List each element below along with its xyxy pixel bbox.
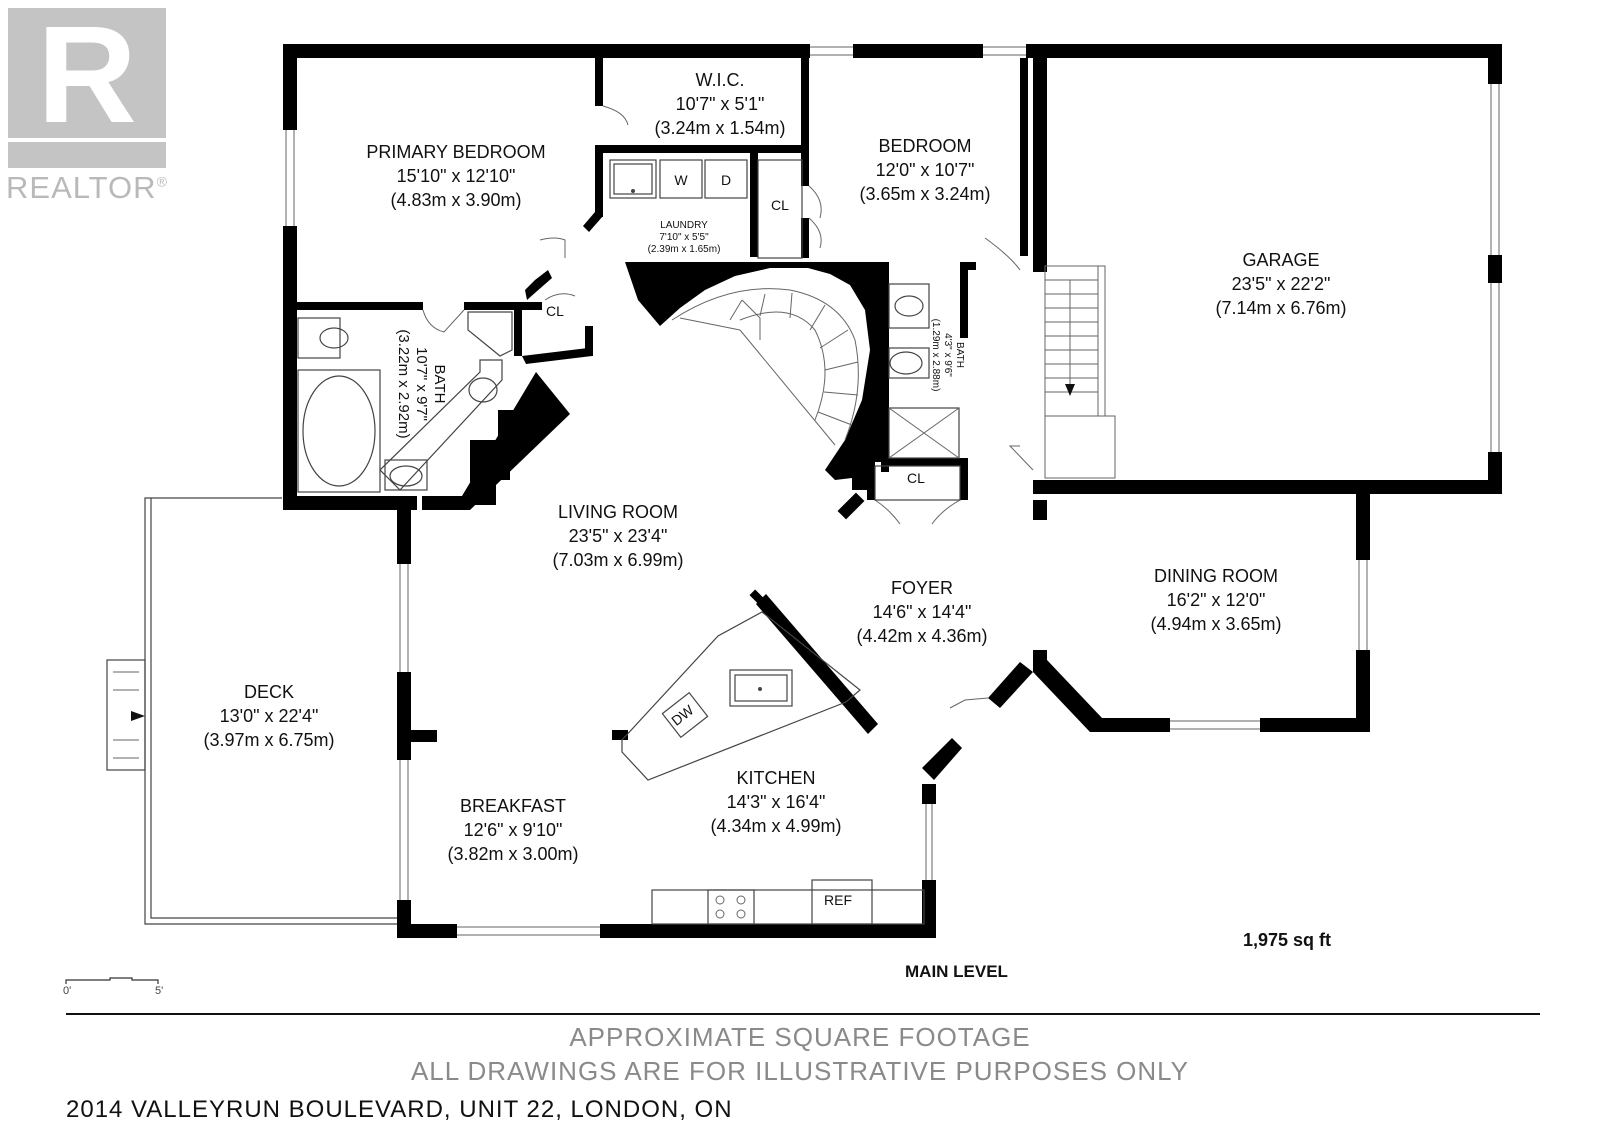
spiral-stair (671, 288, 859, 446)
deck-outline (106, 497, 397, 925)
realtor-logo-text: REALTOR® (6, 170, 168, 205)
room-garage: GARAGE 23'5" x 22'2" (7.14m x 6.76m) (1215, 250, 1346, 318)
level-label: MAIN LEVEL (905, 962, 1008, 981)
realtor-logo-letter: R (37, 0, 137, 152)
room-name: BATH (431, 365, 448, 404)
room-imperial: 13'0" x 22'4" (220, 706, 319, 726)
small-bath-fixtures (888, 283, 960, 459)
closet-label-foyer: CL (907, 470, 925, 486)
scale-end-label: 5' (155, 985, 164, 997)
room-name: DINING ROOM (1154, 566, 1278, 586)
room-imperial: 16'2" x 12'0" (1167, 590, 1266, 610)
area-label: 1,975 sq ft (1243, 930, 1332, 950)
room-imperial: 7'10" x 5'5" (659, 232, 709, 243)
room-bath-primary: BATH 10'7" x 9'7" (3.22m x 2.92m) (395, 329, 448, 438)
door-swings (422, 105, 1034, 709)
room-deck: DECK 13'0" x 22'4" (3.97m x 6.75m) (203, 682, 334, 750)
primary-bath-fixtures (297, 311, 513, 493)
room-name: W.I.C. (696, 70, 745, 90)
room-name: BREAKFAST (460, 796, 566, 816)
room-imperial: 4'3" x 9'6" (942, 333, 953, 377)
refrigerator-label: REF (824, 892, 852, 908)
disclaimer-line-2: ALL DRAWINGS ARE FOR ILLUSTRATIVE PURPOS… (410, 1056, 1190, 1086)
room-metric: (3.65m x 3.24m) (859, 184, 990, 204)
room-imperial: 10'7" x 5'1" (676, 94, 765, 114)
room-living-room: LIVING ROOM 23'5" x 23'4" (7.03m x 6.99m… (552, 502, 683, 570)
room-metric: (7.03m x 6.99m) (552, 550, 683, 570)
room-metric: (3.97m x 6.75m) (203, 730, 334, 750)
room-metric: (4.94m x 3.65m) (1150, 614, 1281, 634)
room-bedroom: BEDROOM 12'0" x 10'7" (3.65m x 3.24m) (859, 136, 990, 204)
laundry-fixtures (609, 159, 748, 199)
room-metric: (4.42m x 4.36m) (856, 626, 987, 646)
windows (285, 46, 1500, 936)
room-metric: (3.22m x 2.92m) (395, 329, 412, 438)
room-breakfast: BREAKFAST 12'6" x 9'10" (3.82m x 3.00m) (447, 796, 578, 864)
room-name: LAUNDRY (660, 220, 708, 231)
room-name: KITCHEN (736, 768, 815, 788)
room-imperial: 23'5" x 22'2" (1232, 274, 1331, 294)
room-bath-small: BATH 4'3" x 9'6" (1.29m x 2.88m) (930, 319, 965, 392)
room-name: FOYER (891, 578, 953, 598)
disclaimer-line-1: APPROXIMATE SQUARE FOOTAGE (569, 1022, 1031, 1052)
bedroom-closet (757, 159, 803, 259)
room-name: BATH (954, 342, 965, 368)
washer-label: W (674, 172, 688, 188)
room-metric: (4.34m x 4.99m) (710, 816, 841, 836)
realtor-logo: R (8, 0, 166, 168)
room-name: GARAGE (1242, 250, 1319, 270)
room-name: BEDROOM (878, 136, 971, 156)
room-primary-bedroom: PRIMARY BEDROOM 15'10" x 12'10" (4.83m x… (366, 142, 545, 210)
room-name: DECK (244, 682, 294, 702)
room-metric: (7.14m x 6.76m) (1215, 298, 1346, 318)
room-imperial: 12'6" x 9'10" (464, 820, 563, 840)
dryer-label: D (721, 172, 731, 188)
room-metric: (2.39m x 1.65m) (648, 244, 721, 255)
scale-start-label: 0' (63, 985, 72, 997)
room-name: PRIMARY BEDROOM (366, 142, 545, 162)
room-name: LIVING ROOM (558, 502, 678, 522)
property-address: 2014 VALLEYRUN BOULEVARD, UNIT 22, LONDO… (66, 1096, 733, 1123)
room-imperial: 10'7" x 9'7" (413, 347, 430, 421)
interior-walls (283, 56, 1028, 740)
exterior-walls (283, 44, 1502, 938)
room-imperial: 14'6" x 14'4" (873, 602, 972, 622)
room-laundry: LAUNDRY 7'10" x 5'5" (2.39m x 1.65m) (648, 220, 721, 255)
closet-label-bedroom: CL (771, 197, 789, 213)
room-foyer: FOYER 14'6" x 14'4" (4.42m x 4.36m) (856, 578, 987, 646)
room-dining-room: DINING ROOM 16'2" x 12'0" (4.94m x 3.65m… (1150, 566, 1281, 634)
scale-bar (65, 977, 159, 984)
room-metric: (4.83m x 3.90m) (390, 190, 521, 210)
room-metric: (3.82m x 3.00m) (447, 844, 578, 864)
foyer-closet (874, 465, 961, 501)
room-imperial: 12'0" x 10'7" (876, 160, 975, 180)
garage-stair (1044, 265, 1116, 479)
room-imperial: 15'10" x 12'10" (397, 166, 516, 186)
room-metric: (3.24m x 1.54m) (654, 118, 785, 138)
room-kitchen: KITCHEN 14'3" x 16'4" (4.34m x 4.99m) (710, 768, 841, 836)
room-imperial: 14'3" x 16'4" (727, 792, 826, 812)
room-wic: W.I.C. 10'7" x 5'1" (3.24m x 1.54m) (654, 70, 785, 138)
room-metric: (1.29m x 2.88m) (930, 319, 941, 392)
kitchen-fixtures (621, 611, 925, 925)
room-imperial: 23'5" x 23'4" (569, 526, 668, 546)
closet-label-bath: CL (546, 303, 564, 319)
